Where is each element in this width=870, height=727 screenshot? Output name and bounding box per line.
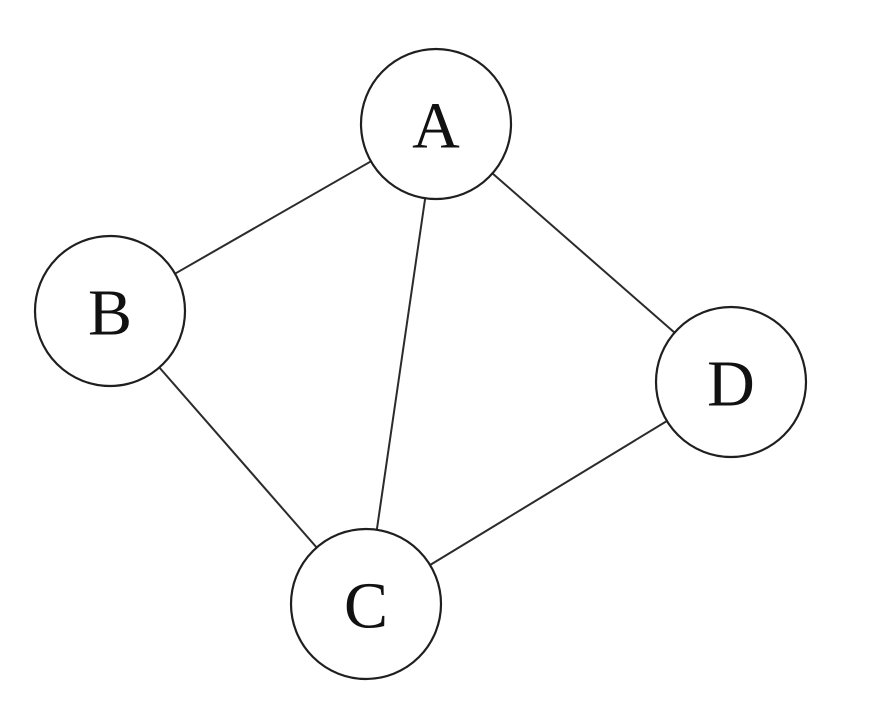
node-circle-b [33,234,187,388]
node-label-c: C [344,570,388,643]
edge-b-c [158,366,318,549]
node-circle-a [359,47,513,201]
node-label-a: A [412,90,460,163]
node-d: D [654,305,808,459]
node-b: B [33,234,187,388]
edge-a-b [174,160,372,275]
node-label-d: D [707,348,755,421]
edge-c-d [429,420,668,566]
node-circle-d [654,305,808,459]
node-label-b: B [88,277,132,350]
nodes-layer: A B C D [33,47,808,681]
edges-layer [158,160,676,566]
node-circle-c [289,527,443,681]
edge-a-c [375,198,427,530]
node-c: C [289,527,443,681]
edge-a-d [491,172,676,334]
node-a: A [359,47,513,201]
